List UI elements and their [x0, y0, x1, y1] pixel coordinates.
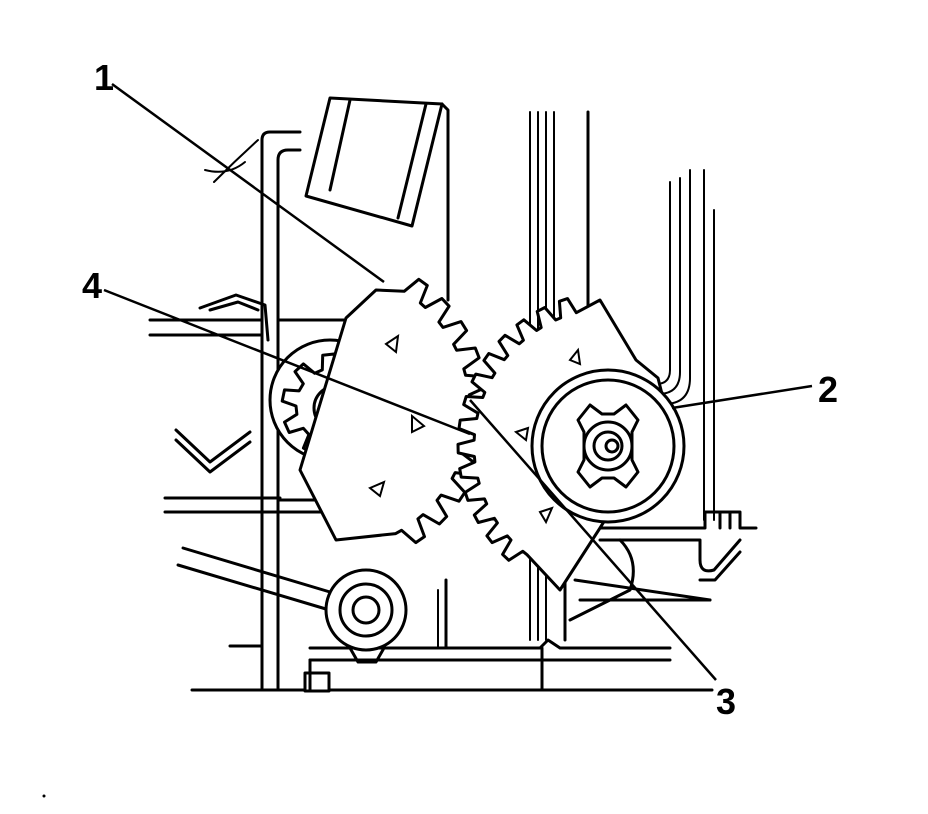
callouts: 1 4 2 3 — [82, 57, 838, 722]
lower-pulley — [176, 546, 408, 664]
leader-line-4 — [103, 288, 471, 436]
callout-3: 3 — [716, 681, 736, 722]
leader-line-1 — [111, 82, 385, 284]
leader-lines — [103, 82, 813, 681]
callout-1: 1 — [94, 57, 114, 98]
leader-line-2 — [671, 384, 813, 410]
leader-line-3 — [469, 399, 717, 681]
callout-4: 4 — [82, 265, 102, 306]
speck-dot — [42, 794, 46, 798]
callout-2: 2 — [818, 369, 838, 410]
right-hub — [530, 368, 686, 524]
